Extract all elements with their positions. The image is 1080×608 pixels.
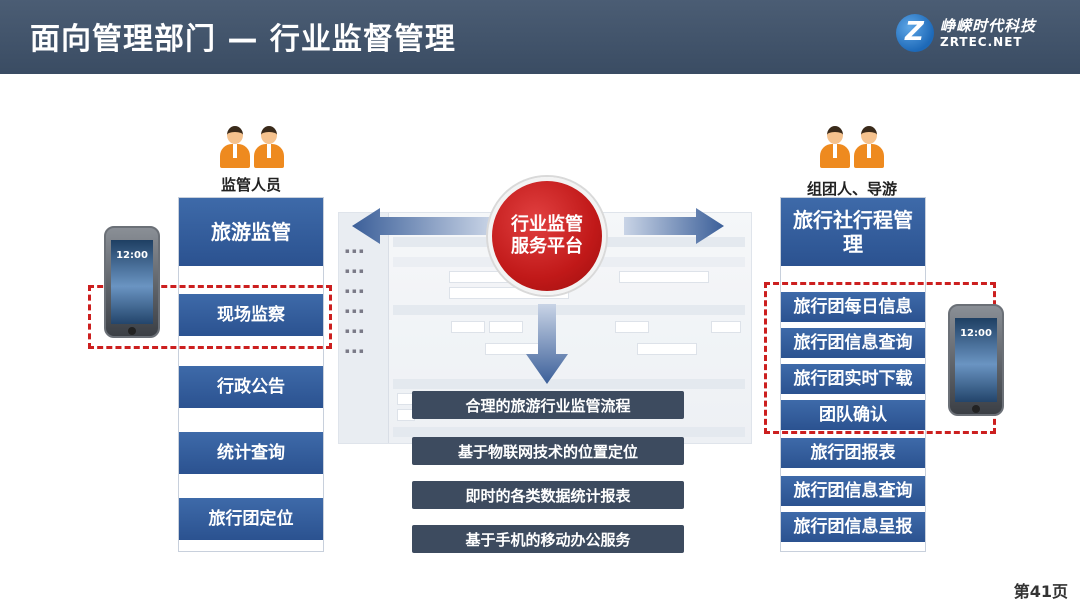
right-mobile-phone-icon: 12:00 bbox=[948, 304, 1004, 416]
left-mobile-phone-icon: 12:00 bbox=[104, 226, 160, 338]
left-arrow-icon bbox=[352, 208, 492, 244]
left-role-label: 监管人员 bbox=[220, 176, 281, 194]
right-item-itinerary-management[interactable]: 旅行社行程管理 bbox=[781, 198, 925, 266]
left-column: 旅游监管 现场监察 行政公告 统计查询 旅行团定位 bbox=[178, 197, 324, 552]
feature-pill-location: 基于物联网技术的位置定位 bbox=[412, 437, 684, 465]
logo-english-name: ZRTEC.NET bbox=[940, 35, 1023, 49]
right-item-realtime-download[interactable]: 旅行团实时下载 bbox=[781, 364, 925, 394]
right-item-info-query-2[interactable]: 旅行团信息查询 bbox=[781, 476, 925, 506]
right-item-info-submit[interactable]: 旅行团信息呈报 bbox=[781, 512, 925, 542]
right-item-info-query[interactable]: 旅行团信息查询 bbox=[781, 328, 925, 358]
down-arrow-icon bbox=[526, 304, 568, 384]
logo-mark-icon: Z bbox=[896, 14, 934, 52]
left-item-statistics-query[interactable]: 统计查询 bbox=[179, 432, 323, 474]
feature-pill-mobile: 基于手机的移动办公服务 bbox=[412, 525, 684, 553]
page-title: 面向管理部门 — 行业监督管理 bbox=[30, 22, 456, 57]
header-bar: 面向管理部门 — 行业监督管理 Z 峥嵘时代科技 ZRTEC.NET bbox=[0, 0, 1080, 74]
screenshot-sidebar: ▪ ▪ ▪ ▪ ▪ ▪ ▪ ▪ ▪ ▪ ▪ ▪ ▪ ▪ ▪ ▪ ▪ ▪ bbox=[339, 213, 389, 443]
guide-people-icon bbox=[818, 126, 888, 170]
right-item-group-report[interactable]: 旅行团报表 bbox=[781, 438, 925, 468]
left-item-tourism-supervision[interactable]: 旅游监管 bbox=[179, 198, 323, 266]
supervisor-people-icon bbox=[218, 126, 288, 170]
page-number: 第41页 bbox=[1013, 582, 1068, 601]
right-item-team-confirm[interactable]: 团队确认 bbox=[781, 400, 925, 430]
feature-pill-reports: 即时的各类数据统计报表 bbox=[412, 481, 684, 509]
left-item-group-location[interactable]: 旅行团定位 bbox=[179, 498, 323, 540]
right-column: 旅行社行程管理 旅行团每日信息 旅行团信息查询 旅行团实时下载 团队确认 旅行团… bbox=[780, 197, 926, 552]
right-arrow-icon bbox=[624, 208, 724, 244]
company-logo: Z 峥嵘时代科技 ZRTEC.NET bbox=[896, 14, 1046, 54]
left-item-onsite-inspection[interactable]: 现场监察 bbox=[179, 294, 323, 336]
left-highlight-box bbox=[88, 285, 332, 349]
right-role-label: 组团人、导游 bbox=[806, 180, 897, 198]
feature-pill-process: 合理的旅游行业监管流程 bbox=[412, 391, 684, 419]
right-item-daily-info[interactable]: 旅行团每日信息 bbox=[781, 292, 925, 322]
left-item-announcement[interactable]: 行政公告 bbox=[179, 366, 323, 408]
service-platform-circle: 行业监管服务平台 bbox=[488, 177, 606, 295]
logo-chinese-name: 峥嵘时代科技 bbox=[940, 17, 1037, 35]
